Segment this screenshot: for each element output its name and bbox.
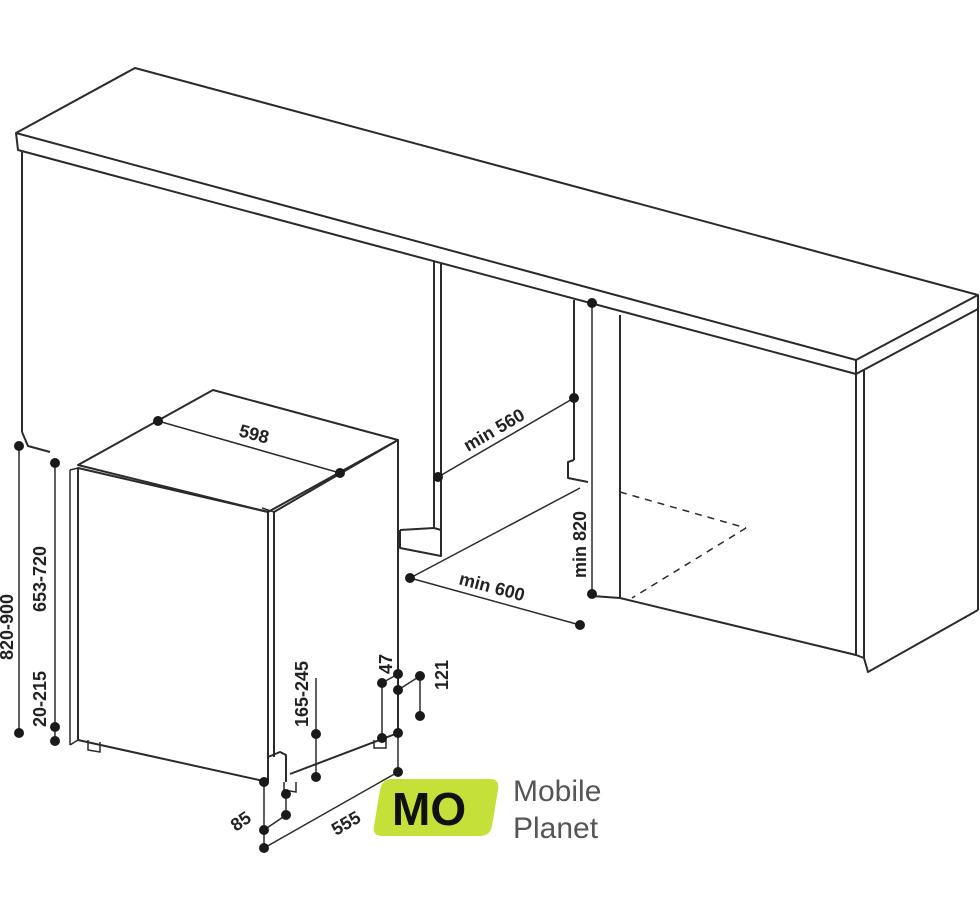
brand-logo: MO Mobile Planet [373,775,601,845]
brand-name-line2: Planet [513,812,599,845]
label-min-600: min 600 [457,569,527,606]
label-555: 555 [328,807,364,839]
label-820-900: 820-900 [0,594,17,660]
logo-mark: MO [392,783,466,835]
label-121: 121 [432,660,452,690]
left-cabinet [21,152,442,557]
countertop [15,67,979,375]
label-598: 598 [237,421,271,448]
dimension-lines [18,303,593,849]
logo-badge [373,779,499,836]
label-min-820: min 820 [570,511,590,578]
dimension-markers [14,298,597,853]
label-20-215: 20-215 [30,671,50,727]
label-653-720: 653-720 [30,546,50,612]
brand-name-line1: Mobile [513,775,601,808]
niche [409,487,747,626]
dishwasher [69,389,399,793]
label-47: 47 [376,654,396,674]
label-165-245: 165-245 [292,661,312,727]
label-85: 85 [227,807,255,835]
right-cabinet [567,300,979,673]
